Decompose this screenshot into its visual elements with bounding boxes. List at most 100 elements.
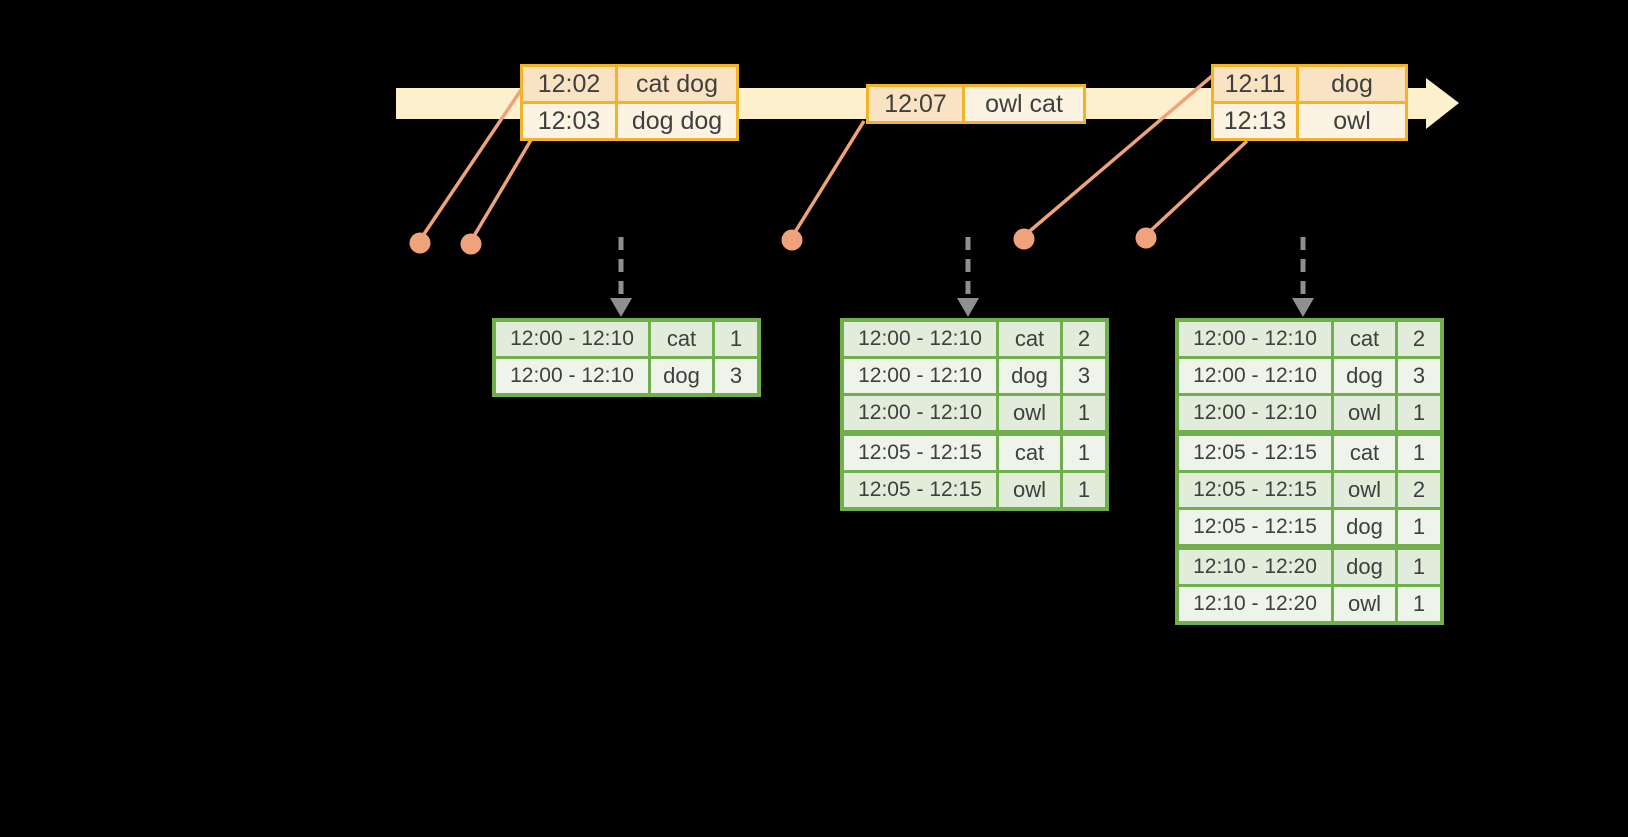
event-dot-5 xyxy=(1135,227,1157,249)
word-cell: dog xyxy=(996,356,1063,396)
count-cell: 3 xyxy=(1060,356,1109,396)
words-cell: owl cat xyxy=(962,84,1086,124)
event-line-5 xyxy=(1144,139,1249,237)
word-cell: dog xyxy=(1331,356,1398,396)
event-dot-2 xyxy=(460,233,482,255)
word-cell: dog xyxy=(648,356,715,397)
time-cell: 12:03 xyxy=(520,101,618,141)
count-cell: 1 xyxy=(712,318,761,359)
count-cell: 2 xyxy=(1395,318,1444,359)
words-cell: dog dog xyxy=(615,101,739,141)
window-cell: 12:00 - 12:10 xyxy=(1175,356,1334,396)
count-cell: 1 xyxy=(1060,430,1109,473)
word-cell: owl xyxy=(1331,470,1398,510)
event-dots xyxy=(409,227,1157,255)
word-cell: cat xyxy=(1331,430,1398,473)
words-cell: owl xyxy=(1296,101,1408,141)
window-cell: 12:00 - 12:10 xyxy=(492,318,651,359)
words-cell: cat dog xyxy=(615,64,739,104)
window-cell: 12:00 - 12:10 xyxy=(840,318,999,359)
window-cell: 12:05 - 12:15 xyxy=(1175,507,1334,549)
word-cell: cat xyxy=(1331,318,1398,359)
window-cell: 12:05 - 12:15 xyxy=(840,430,999,473)
word-cell: cat xyxy=(996,318,1063,359)
count-cell: 1 xyxy=(1395,430,1444,473)
window-cell: 12:00 - 12:10 xyxy=(840,393,999,435)
word-cell: cat xyxy=(648,318,715,359)
word-cell: owl xyxy=(996,393,1063,435)
count-cell: 2 xyxy=(1395,470,1444,510)
window-cell: 12:00 - 12:10 xyxy=(1175,318,1334,359)
count-cell: 1 xyxy=(1395,584,1444,625)
word-cell: owl xyxy=(1331,393,1398,435)
window-cell: 12:05 - 12:15 xyxy=(1175,470,1334,510)
event-line-1 xyxy=(418,89,523,241)
event-line-4 xyxy=(1022,74,1214,238)
event-line-2 xyxy=(469,139,533,242)
trigger-arrowhead-icon xyxy=(957,298,979,317)
window-cell: 12:00 - 12:10 xyxy=(1175,393,1334,435)
word-cell: dog xyxy=(1331,507,1398,549)
event-dot-1 xyxy=(409,232,431,254)
trigger-arrowhead-icon xyxy=(1292,298,1314,317)
trigger-arrowhead-icon xyxy=(610,298,632,317)
event-link-lines xyxy=(418,74,1249,242)
time-cell: 12:07 xyxy=(866,84,965,124)
window-cell: 12:05 - 12:15 xyxy=(1175,430,1334,473)
count-cell: 1 xyxy=(1395,544,1444,587)
count-cell: 1 xyxy=(1060,470,1109,511)
words-cell: dog xyxy=(1296,64,1408,104)
count-cell: 1 xyxy=(1060,393,1109,435)
count-cell: 3 xyxy=(1395,356,1444,396)
word-cell: dog xyxy=(1331,544,1398,587)
window-cell: 12:00 - 12:10 xyxy=(492,356,651,397)
window-cell: 12:10 - 12:20 xyxy=(1175,544,1334,587)
time-cell: 12:11 xyxy=(1211,64,1299,104)
window-cell: 12:05 - 12:15 xyxy=(840,470,999,511)
window-cell: 12:10 - 12:20 xyxy=(1175,584,1334,625)
count-cell: 2 xyxy=(1060,318,1109,359)
time-cell: 12:13 xyxy=(1211,101,1299,141)
time-cell: 12:02 xyxy=(520,64,618,104)
count-cell: 1 xyxy=(1395,393,1444,435)
count-cell: 1 xyxy=(1395,507,1444,549)
word-cell: owl xyxy=(996,470,1063,511)
event-line-3 xyxy=(790,120,866,238)
window-cell: 12:00 - 12:10 xyxy=(840,356,999,396)
event-dot-3 xyxy=(781,229,803,251)
trigger-arrows xyxy=(610,237,1314,317)
word-cell: cat xyxy=(996,430,1063,473)
word-cell: owl xyxy=(1331,584,1398,625)
count-cell: 3 xyxy=(712,356,761,397)
event-dot-4 xyxy=(1013,228,1035,250)
